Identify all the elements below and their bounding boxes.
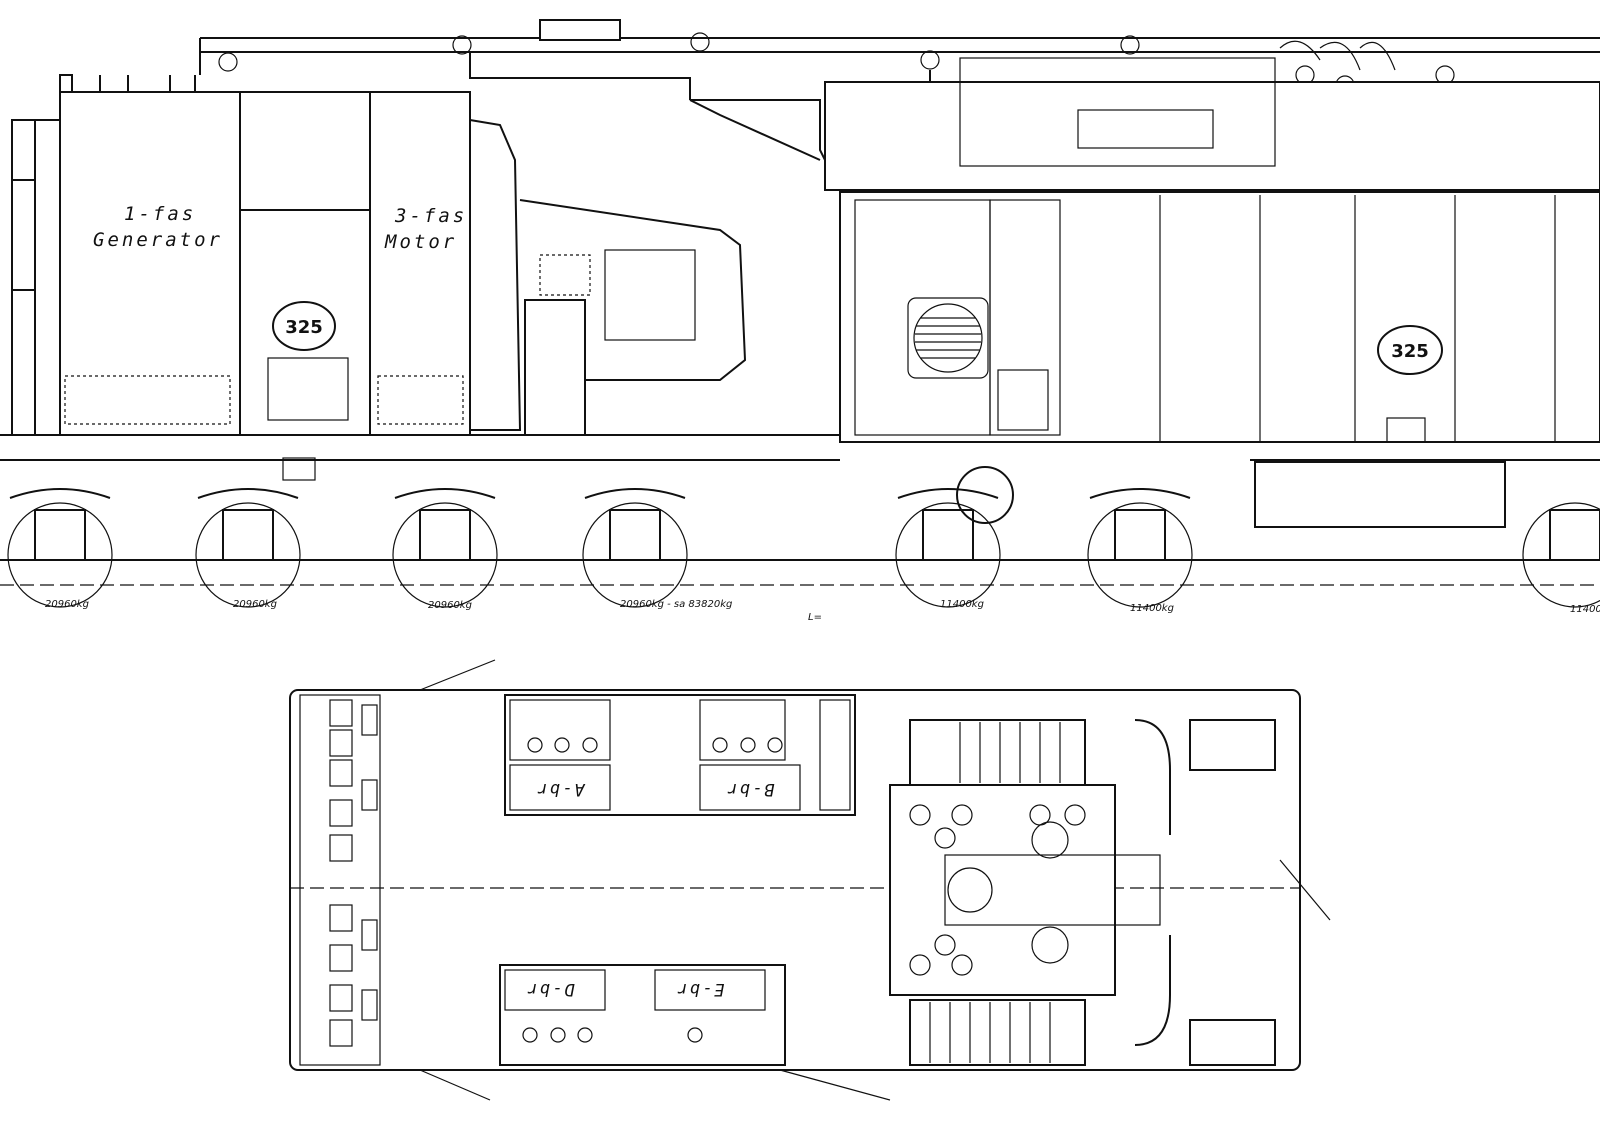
breaker-cabinets-bottom (499, 964, 786, 1066)
axle-load: 20960kg - sa 83820kg (620, 599, 732, 610)
middle-equipment (519, 99, 841, 436)
side-elevation: 325 1-fas Generator 3-fas Motor (0, 19, 1600, 623)
cab-controls (299, 694, 381, 1066)
axle-load: 11400kg (940, 599, 984, 610)
dimension-label: L= (808, 612, 822, 623)
plate-number: 325 (285, 317, 323, 338)
generator-label-line1: 1-fas (124, 203, 196, 225)
breaker-label-a: A-br (536, 779, 586, 799)
generator-motor-housing: 325 (11, 74, 522, 436)
breaker-label-d: D-br (526, 979, 576, 999)
breaker-label-b: B-br (726, 779, 775, 799)
axle-load: 11400kg (1570, 604, 1600, 615)
axle-load: 20960kg (233, 599, 277, 610)
bogies (7, 466, 1600, 608)
generator-label-line2: Generator (93, 229, 223, 251)
axle-load: 20960kg (428, 600, 472, 611)
plan-view: A-br B-br D-br E-br (289, 659, 1331, 1101)
motor-label-line1: 3-fas (394, 205, 467, 227)
axle-load: 20960kg (45, 599, 89, 610)
engine-block (889, 719, 1276, 1066)
builder-plate (272, 301, 336, 351)
motor-label-line2: Motor (384, 231, 457, 253)
plate-number-right: 325 (1391, 341, 1429, 362)
axle-load-labels: 20960kg 20960kg 20960kg 20960kg - sa 838… (45, 599, 1600, 623)
builder-plate-right (1377, 325, 1443, 375)
axle-load: 11400kg (1130, 603, 1174, 614)
cab-section: 325 (824, 57, 1600, 443)
breaker-cabinets-top (504, 694, 856, 816)
breaker-label-e: E-br (676, 979, 725, 999)
